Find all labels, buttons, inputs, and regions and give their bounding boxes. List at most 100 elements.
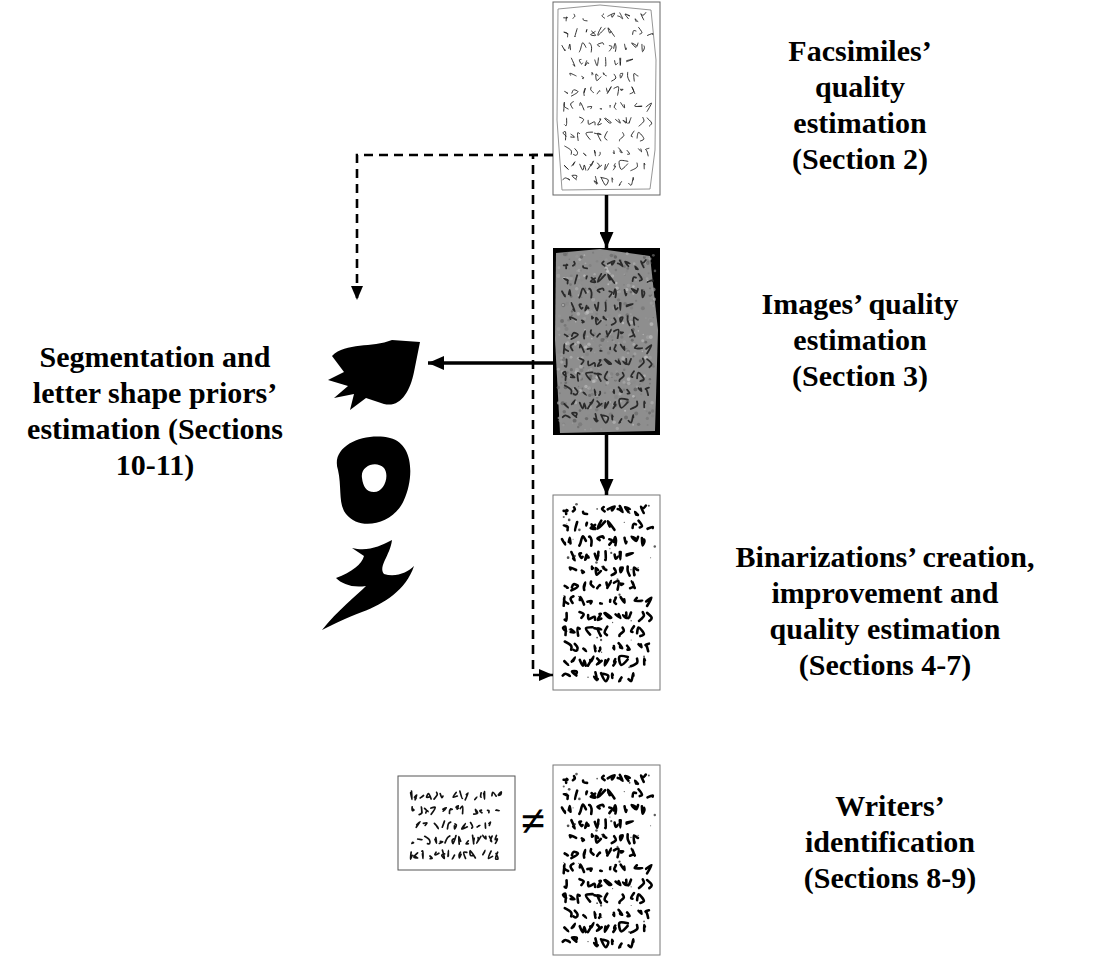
glyph-stroke [639,911,642,914]
glyph-stroke [582,320,584,322]
letter-shape [337,437,410,524]
glyph-stroke [495,835,497,843]
speck [560,319,564,323]
glyph-stroke [586,894,593,901]
glyph-stroke [419,807,422,815]
glyph-stroke [630,849,635,856]
speck [652,305,654,307]
speck [580,369,584,373]
speck [586,310,590,314]
glyph-stroke [579,43,586,52]
glyph-stroke [480,793,482,797]
speck [558,314,561,317]
speck [610,866,611,867]
glyph-stroke [571,852,578,858]
glyph-stroke [614,805,616,813]
speck [572,422,574,424]
glyph-stroke [422,851,423,859]
speck [648,353,650,355]
stone-outline [557,5,656,190]
glyph-stroke [572,400,575,404]
speck [651,409,654,412]
glyph-stroke [648,34,653,36]
glyph-stroke [470,851,475,858]
glyph-stroke [594,672,598,680]
glyph-stroke [564,102,568,111]
glyph-stroke [643,401,646,407]
speck [575,321,577,323]
glyph-stroke [597,163,602,169]
glyph-stroke [623,359,627,364]
speck [640,393,642,395]
glyph-stroke [611,674,614,678]
glyph-stroke [571,303,575,311]
glyph-stroke [589,805,591,814]
glyph-stroke [609,539,612,544]
speck [557,401,560,404]
speck [567,824,570,827]
glyph-stroke [625,262,630,267]
glyph-stroke [635,865,642,868]
glyph-stroke [588,923,594,932]
glyph-stroke [615,554,618,558]
glyph-stroke [628,415,633,423]
speck [596,260,599,263]
glyph-stroke [598,614,602,620]
speck [582,388,584,390]
glyph-stroke [646,865,651,873]
speck [575,773,578,776]
speck [618,823,620,825]
glyph-stroke [456,806,458,809]
speck [622,322,625,325]
glyph-stroke [619,133,623,141]
speck [595,403,598,406]
glyph-stroke [565,334,568,336]
speck [584,429,585,430]
glyph-stroke [587,106,591,108]
glyph-stroke [608,28,614,37]
glyph-stroke [629,118,631,124]
speck [649,293,651,295]
glyph-stroke [628,566,630,575]
not-equal-sign: ≠ [516,797,550,847]
speck [632,343,635,346]
glyph-stroke [477,836,481,843]
glyph-stroke [608,274,614,283]
glyph-stroke [608,13,615,17]
speck [573,539,574,540]
glyph-stroke [644,163,646,169]
speck [608,314,610,316]
glyph-stroke [613,164,615,170]
glyph-stroke [627,304,633,306]
speck [612,622,613,623]
glyph-stroke [573,149,577,156]
glyph-stroke [594,628,601,636]
speck [652,254,655,257]
speck [557,386,560,389]
glyph-stroke [595,58,599,66]
speck [614,255,617,258]
glyph-stroke [573,911,577,918]
speck [649,335,653,339]
glyph-stroke [612,646,616,649]
speck [595,561,598,564]
glyph-stroke [580,345,584,352]
speck [632,285,635,288]
speck [610,820,612,822]
speck [618,392,621,395]
glyph-stroke [631,371,634,377]
glyph-stroke [489,836,492,841]
glyph-stroke [598,521,605,529]
speck [563,516,565,518]
glyph-stroke [569,290,571,296]
glyph-stroke [621,103,625,108]
speck [633,352,636,355]
glyph-stroke [591,31,596,36]
glyph-stroke [488,851,492,858]
glyph-stroke [621,332,624,333]
glyph-stroke [471,823,473,829]
glyph-stroke [584,582,586,590]
glyph-stroke [619,643,623,648]
glyph-stroke [619,677,622,681]
speck [654,814,656,816]
